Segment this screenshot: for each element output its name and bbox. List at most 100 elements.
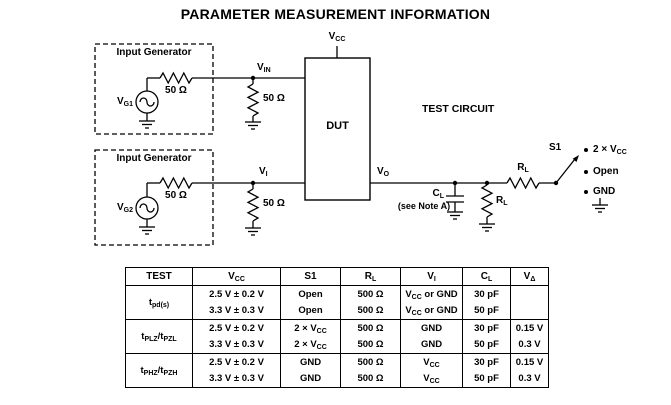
cell-vi: VCC	[400, 370, 463, 388]
test-name-cell: tPLZ/tPZL	[125, 319, 193, 354]
cell-cl: 30 pF	[462, 285, 511, 303]
measurement-table: TEST VCC S1 RL VI CL VΔ tpd(s) 2.5 V ± 0…	[125, 267, 549, 388]
junction-dots	[250, 75, 588, 194]
table-row: tPLZ/tPZL 2.5 V ± 0.2 V 2 × VCC 500 Ω GN…	[125, 319, 549, 354]
cell-vi: GND	[400, 336, 463, 354]
input-generator-1-box	[94, 43, 214, 135]
cell-vcc: 3.3 V ± 0.3 V	[192, 370, 281, 388]
cell-vcc: 2.5 V ± 0.2 V	[192, 353, 281, 371]
vcc-label: VCC	[328, 31, 346, 43]
switch-arrowhead	[572, 155, 579, 162]
ground-icon	[245, 121, 261, 130]
rl-shunt-resistor	[480, 184, 494, 218]
resistor-50-1	[159, 71, 193, 85]
switch-arm	[555, 158, 576, 184]
vo-label: VO	[377, 166, 390, 178]
dut-label: DUT	[326, 120, 349, 132]
input-generator-1-label: Input Generator	[116, 47, 192, 58]
col-header-test: TEST	[125, 267, 193, 286]
table-header-row: TEST VCC S1 RL VI CL VΔ	[125, 267, 549, 286]
row-group-tphz-tpzh: tPHZ/tPZH 2.5 V ± 0.2 V GND 500 Ω VCC 30…	[125, 353, 549, 388]
resistor-50-3	[159, 176, 193, 190]
cell-s1: 2 × VCC	[280, 336, 341, 354]
cl-label: CL	[432, 188, 444, 200]
vg2-label: VG2	[116, 202, 133, 214]
resistor-50-2-label: 50 Ω	[263, 93, 285, 104]
junction-dot	[250, 180, 256, 186]
resistor-50-1-label: 50 Ω	[165, 85, 187, 96]
page-title: PARAMETER MEASUREMENT INFORMATION	[180, 6, 491, 22]
rl-series-resistor	[506, 176, 540, 190]
s1-label: S1	[549, 142, 562, 153]
ground-icon	[479, 223, 495, 232]
test-name-cell: tPHZ/tPZH	[125, 353, 193, 388]
cell-vcc: 3.3 V ± 0.3 V	[192, 336, 281, 354]
cell-s1: 2 × VCC	[280, 319, 341, 337]
cell-vdelta	[510, 302, 549, 320]
dut-box	[304, 57, 371, 201]
cell-vdelta: 0.3 V	[510, 336, 549, 354]
col-header-s1: S1	[280, 267, 341, 286]
ground-icon	[592, 204, 608, 213]
sine-wave-icon	[139, 203, 155, 213]
junction-dot	[484, 180, 490, 186]
input-generator-2-label: Input Generator	[116, 153, 192, 164]
cell-vi: GND	[400, 319, 463, 337]
switch-contact-dot	[584, 170, 588, 174]
cell-rl: 500 Ω	[340, 370, 401, 388]
table-row: 3.3 V ± 0.3 V GND 500 Ω VCC 50 pF 0.3 V	[126, 370, 549, 388]
cell-vcc: 2.5 V ± 0.2 V	[192, 285, 281, 303]
vi-label: VI	[259, 166, 268, 178]
cell-s1: GND	[280, 370, 341, 388]
cell-vdelta: 0.15 V	[510, 353, 549, 371]
cell-cl: 50 pF	[462, 302, 511, 320]
cell-rl: 500 Ω	[340, 353, 401, 371]
col-header-vcc: VCC	[192, 267, 281, 286]
switch-contact-dot	[584, 148, 588, 152]
cell-cl: 50 pF	[462, 336, 511, 354]
cell-cl: 30 pF	[462, 353, 511, 371]
switch-pivot-dot	[553, 180, 559, 186]
table-row: tpd(s) 2.5 V ± 0.2 V Open 500 Ω VCC or G…	[125, 285, 549, 320]
sine-wave-icon	[139, 97, 155, 107]
cell-cl: 30 pF	[462, 319, 511, 337]
vg1-label: VG1	[116, 96, 133, 108]
switch-contact-dot	[584, 190, 588, 194]
resistor-50-4	[246, 188, 260, 222]
rl-series-label: RL	[517, 162, 529, 174]
cell-rl: 500 Ω	[340, 336, 401, 354]
cell-s1: GND	[280, 353, 341, 371]
table-row: 3.3 V ± 0.3 V Open 500 Ω VCC or GND 50 p…	[126, 302, 549, 320]
cell-vdelta: 0.15 V	[510, 319, 549, 337]
cell-vi: VCC or GND	[400, 302, 463, 320]
cell-rl: 500 Ω	[340, 285, 401, 303]
circuit-linework	[94, 43, 608, 246]
cell-vi: VCC or GND	[400, 285, 463, 303]
ground-icon	[139, 226, 155, 235]
junction-dot	[452, 180, 458, 186]
cell-vdelta: 0.3 V	[510, 370, 549, 388]
input-generator-2-box	[94, 149, 214, 246]
table-row: tPHZ/tPZH 2.5 V ± 0.2 V GND 500 Ω VCC 30…	[125, 353, 549, 388]
cell-cl: 50 pF	[462, 370, 511, 388]
s1-position-2xvcc: 2 × VCC	[593, 144, 627, 156]
cell-rl: 500 Ω	[340, 319, 401, 337]
table-row: 3.3 V ± 0.3 V 2 × VCC 500 Ω GND 50 pF 0.…	[126, 336, 549, 354]
col-header-vi: VI	[400, 267, 463, 286]
test-circuit-schematic	[94, 43, 608, 246]
resistor-50-4-label: 50 Ω	[263, 198, 285, 209]
ground-icon	[447, 211, 463, 220]
cell-vcc: 3.3 V ± 0.3 V	[192, 302, 281, 320]
cl-note: (see Note A)	[397, 201, 451, 211]
resistor-50-3-label: 50 Ω	[165, 190, 187, 201]
cell-vi: VCC	[400, 353, 463, 371]
row-group-tplz-tpzl: tPLZ/tPZL 2.5 V ± 0.2 V 2 × VCC 500 Ω GN…	[125, 319, 549, 354]
col-header-cl: CL	[462, 267, 511, 286]
cell-vcc: 2.5 V ± 0.2 V	[192, 319, 281, 337]
resistor-50-2	[246, 83, 260, 117]
s1-position-open: Open	[593, 166, 619, 177]
cell-s1: Open	[280, 285, 341, 303]
cell-vdelta	[510, 285, 549, 303]
col-header-vdelta: VΔ	[510, 267, 549, 286]
test-circuit-label: TEST CIRCUIT	[422, 103, 495, 115]
